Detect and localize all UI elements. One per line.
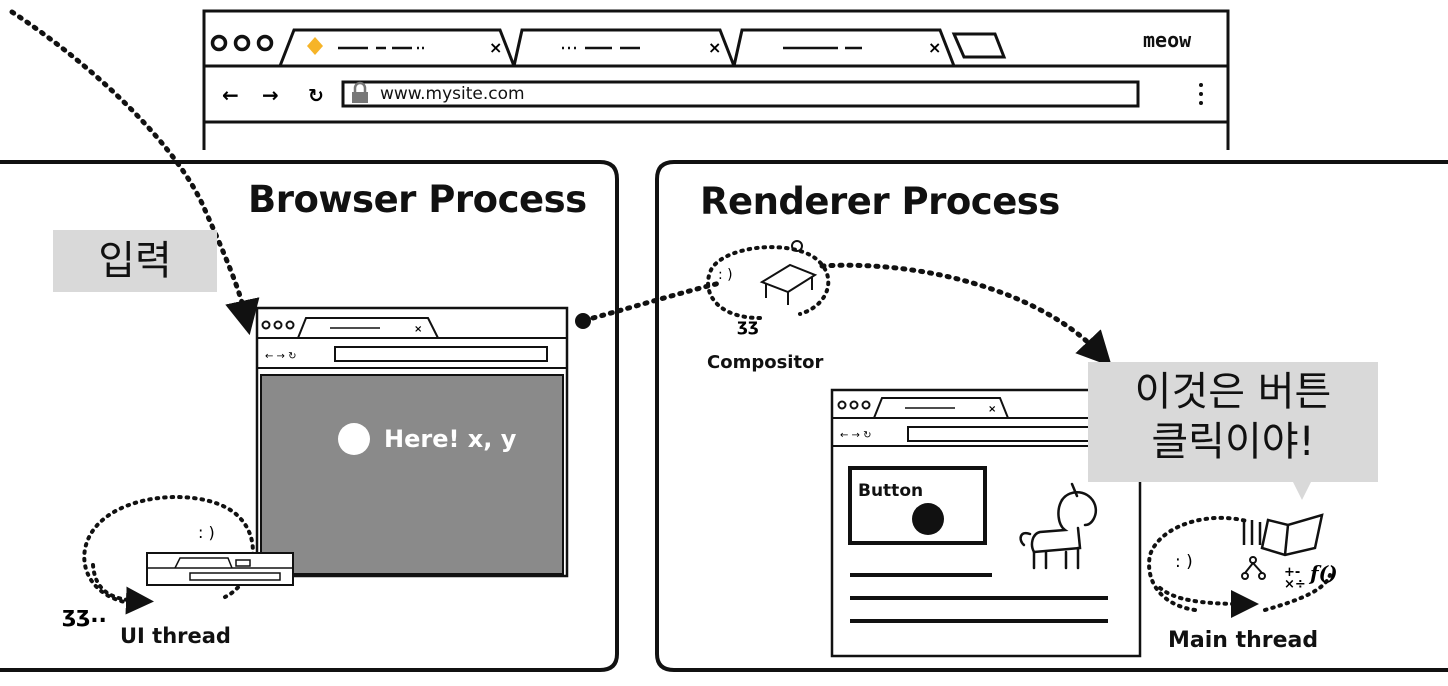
click-point-icon	[338, 423, 370, 455]
input-label: 입력	[98, 238, 172, 284]
main-thread-blob: : ) +- ×÷ f()	[1147, 513, 1338, 618]
click-coordinates-label: Here! x, y	[384, 425, 517, 453]
ui-thread-blob: : ) ʒʒ..	[62, 495, 294, 628]
menu-dots-icon	[1199, 83, 1203, 105]
renderer-process-frame	[655, 160, 1448, 672]
ipc-start-dot	[575, 313, 591, 329]
favicon-icon	[307, 37, 323, 55]
speech-bubble: 이것은 버튼 클릭이야!	[1088, 362, 1378, 482]
face-icon: : )	[198, 523, 215, 542]
face-icon: : )	[1175, 552, 1193, 572]
compositor-to-main-arrow	[819, 262, 1112, 367]
books-icon	[1242, 513, 1324, 557]
page-button-label: Button	[858, 481, 924, 501]
compositor-blob: : ) ʒʒ	[706, 240, 831, 336]
window-controls-icon	[210, 34, 274, 52]
svg-text:← → ↻: ← → ↻	[840, 430, 872, 441]
tab-close-icon: ×	[928, 38, 941, 57]
function-icon: f()	[1308, 561, 1338, 585]
svg-text:×: ×	[988, 404, 996, 415]
page-button-shape	[848, 466, 987, 545]
svg-text:← → ↻: ← → ↻	[265, 351, 297, 362]
reload-icon: ↻	[308, 85, 324, 107]
back-icon: ←	[222, 83, 239, 107]
motion-lines-icon: ʒʒ..	[62, 603, 107, 628]
new-tab-icon	[951, 32, 1007, 59]
motion-lines-icon: ʒʒ	[737, 316, 759, 336]
address-url: www.mysite.com	[380, 84, 525, 104]
page-viewport	[260, 374, 564, 575]
face-icon: : )	[718, 267, 733, 283]
math-symbols-icon: +-	[1284, 565, 1300, 580]
input-arrow	[9, 9, 260, 336]
bed-icon	[759, 240, 818, 305]
speech-line-1: 이것은 버튼	[1134, 369, 1332, 415]
main-thread-label: Main thread	[1168, 628, 1319, 653]
window-label: meow	[1143, 28, 1192, 52]
lock-icon	[352, 81, 368, 103]
tab-close-icon: ×	[708, 38, 721, 57]
svg-text:×÷: ×÷	[1284, 577, 1306, 592]
forward-icon: →	[262, 83, 279, 107]
browser-mini-window: × ← → ↻	[255, 306, 569, 578]
renderer-process-title: Renderer Process	[700, 180, 1060, 223]
tree-icon	[1241, 556, 1266, 580]
ui-thread-label: UI thread	[120, 624, 231, 648]
unicorn-icon	[1019, 482, 1097, 570]
input-callout: 입력	[53, 230, 217, 292]
top-browser-window: × × × ← → ↻	[202, 9, 1230, 150]
speech-tail	[1292, 480, 1312, 500]
speech-line-2: 클릭이야!	[1151, 419, 1315, 465]
address-bar	[341, 80, 1140, 108]
tab-close-icon: ×	[489, 38, 502, 57]
click-point-icon	[912, 503, 944, 535]
svg-text:×: ×	[414, 324, 422, 335]
browser-process-title: Browser Process	[248, 178, 587, 221]
browser-process-frame	[0, 160, 619, 672]
compositor-label: Compositor	[707, 352, 824, 373]
